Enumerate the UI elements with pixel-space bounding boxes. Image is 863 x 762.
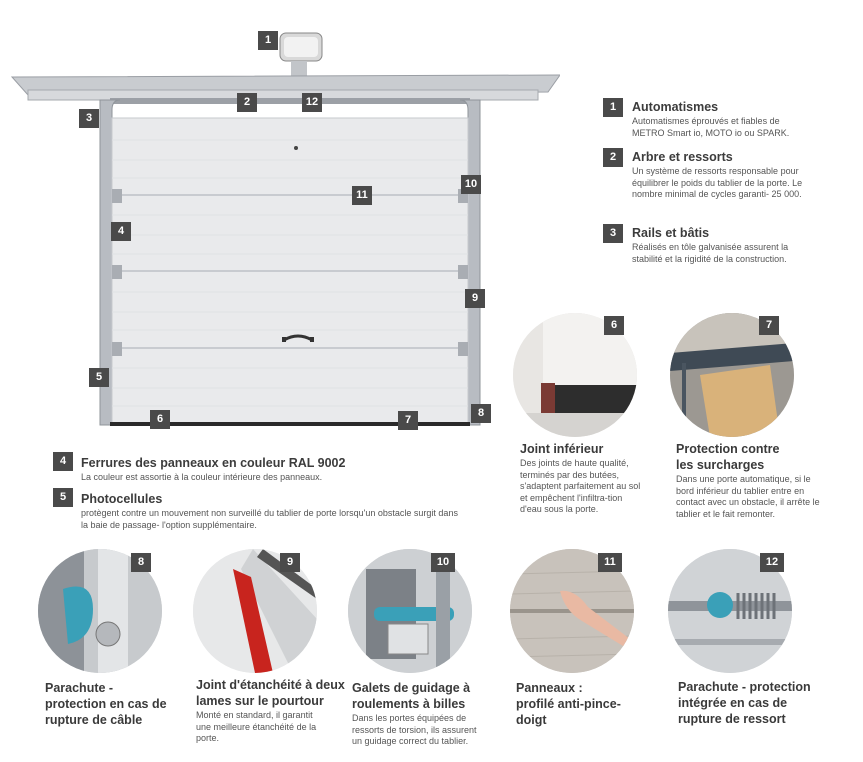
feature-4-desc: La couleur est assortie à la couleur int… — [81, 472, 323, 482]
door-marker-8: 8 — [471, 404, 491, 423]
feature-2-badge: 2 — [603, 148, 623, 167]
circle-badge-11: 11 — [598, 553, 622, 572]
door-marker-7: 7 — [398, 411, 418, 430]
feature-4-title: Ferrures des panneaux en couleur RAL 900… — [81, 456, 346, 470]
galets-guidage-image — [348, 549, 472, 673]
panneaux-title: Panneaux : profilé anti-pince- doigt — [516, 680, 646, 728]
joint-inferieur-title-line: Joint inférieur — [520, 442, 604, 456]
joint-etancheite-desc: Monté en standard, il garantit une meill… — [196, 710, 317, 743]
protection-surcharges-title: Protection contre les surcharges — [676, 441, 846, 473]
galets-guidage-title: Galets de guidage à roulements à billes — [352, 680, 492, 712]
joint-etancheite-title-line-1: Joint d'étanchéité à deux — [196, 678, 345, 692]
joint-etancheite-title: Joint d'étanchéité à deux lames sur le p… — [196, 677, 346, 709]
feature-1-title: Automatismes — [632, 100, 719, 114]
joint-inferieur-desc: Des joints de haute qualité, terminés pa… — [520, 458, 641, 514]
door-marker-11: 11 — [352, 186, 372, 205]
door-marker-1: 1 — [258, 31, 278, 50]
parachute-cable-title-line-1: Parachute - — [45, 681, 114, 695]
door-marker-6: 6 — [150, 410, 170, 429]
door-marker-4: 4 — [111, 222, 131, 241]
protection-surcharges-title-line-1: Protection contre — [676, 442, 780, 456]
joint-inferieur-title: Joint inférieur — [520, 441, 680, 457]
galets-guidage-title-line-1: Galets de guidage à — [352, 681, 471, 695]
circle-badge-12: 12 — [760, 553, 784, 572]
panneaux-title-line-3: doigt — [516, 713, 547, 727]
feature-5-title: Photocellules — [81, 492, 163, 506]
circle-badge-9: 9 — [280, 553, 300, 572]
feature-1-badge: 1 — [603, 98, 623, 117]
garage-door-drawing — [10, 32, 561, 426]
parachute-ressort-title-line-1: Parachute - protection — [678, 680, 811, 694]
parachute-ressort-title-line-3: rupture de ressort — [678, 712, 786, 726]
feature-3-title: Rails et bâtis — [632, 226, 710, 240]
door-illustration — [0, 0, 561, 445]
parachute-ressort-title: Parachute - protection intégrée en cas d… — [678, 679, 838, 727]
circle-badge-7: 7 — [759, 316, 779, 335]
protection-surcharges-title-line-2: les surcharges — [676, 458, 765, 472]
joint-inferieur-image — [513, 313, 637, 437]
galets-guidage-title-line-2: roulements à billes — [352, 697, 466, 711]
feature-4-badge: 4 — [53, 452, 73, 471]
door-marker-10: 10 — [461, 175, 481, 194]
feature-5-badge: 5 — [53, 488, 73, 507]
joint-etancheite-title-line-2: lames sur le pourtour — [196, 694, 324, 708]
feature-2-desc: Un système de ressorts responsable pour … — [632, 166, 803, 199]
parachute-ressort-image — [668, 549, 792, 673]
protection-surcharges-desc: Dans une porte automatique, si le bord i… — [676, 474, 820, 519]
panneaux-title-line-1: Panneaux : — [516, 681, 583, 695]
door-marker-2: 2 — [237, 93, 257, 112]
circle-badge-10: 10 — [431, 553, 455, 572]
feature-3-desc: Réalisés en tôle galvanisée assurent la … — [632, 242, 789, 264]
parachute-cable-image — [38, 549, 162, 673]
door-marker-12: 12 — [302, 93, 322, 112]
door-marker-3: 3 — [79, 109, 99, 128]
galets-guidage-desc: Dans les portes équipées de ressorts de … — [352, 713, 477, 746]
feature-2-title: Arbre et ressorts — [632, 150, 733, 164]
door-marker-9: 9 — [465, 289, 485, 308]
feature-3-badge: 3 — [603, 224, 623, 243]
panneaux-title-line-2: profilé anti-pince- — [516, 697, 621, 711]
feature-5-desc: protègent contre un mouvement non survei… — [81, 508, 458, 530]
parachute-cable-title-line-3: rupture de câble — [45, 713, 143, 727]
circle-badge-8: 8 — [131, 553, 151, 572]
parachute-cable-title: Parachute - protection en cas de rupture… — [45, 680, 185, 728]
feature-1-desc: Automatismes éprouvés et fiables de METR… — [632, 116, 790, 138]
circle-badge-6: 6 — [604, 316, 624, 335]
door-marker-5: 5 — [89, 368, 109, 387]
parachute-cable-title-line-2: protection en cas de — [45, 697, 167, 711]
parachute-ressort-title-line-2: intégrée en cas de — [678, 696, 788, 710]
